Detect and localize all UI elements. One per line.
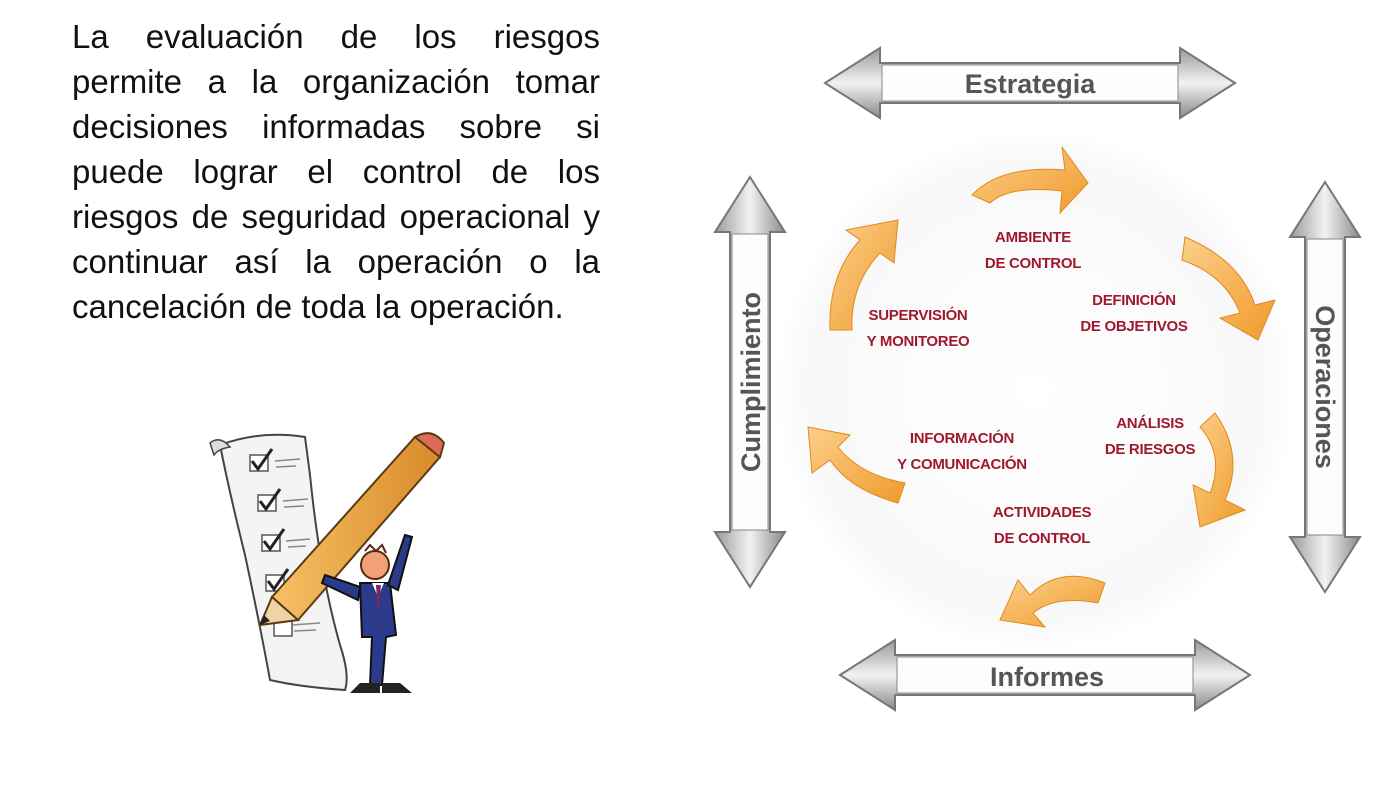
stage-informacion: INFORMACIÓN Y COMUNICACIÓN [897, 429, 1027, 473]
svg-text:SUPERVISIÓN: SUPERVISIÓN [869, 306, 968, 324]
svg-text:ACTIVIDADES: ACTIVIDADES [993, 504, 1092, 521]
svg-text:DE OBJETIVOS: DE OBJETIVOS [1080, 318, 1188, 335]
stage-actividades: ACTIVIDADES DE CONTROL [993, 504, 1092, 547]
checklist-illustration [209, 432, 446, 693]
band-label-right: Operaciones [1310, 305, 1340, 469]
stage-definicion: DEFINICIÓN DE OBJETIVOS [1080, 291, 1188, 335]
cycle-arrow-icon [1192, 412, 1247, 528]
band-estrategia: Estrategia [823, 46, 1237, 120]
band-label-bottom: Informes [990, 662, 1104, 692]
band-label-top: Estrategia [965, 69, 1097, 99]
svg-text:DEFINICIÓN: DEFINICIÓN [1092, 291, 1176, 309]
band-cumplimiento: Cumplimiento [713, 175, 787, 589]
businessman-figure [320, 533, 414, 693]
svg-text:DE CONTROL: DE CONTROL [985, 255, 1081, 272]
svg-text:AMBIENTE: AMBIENTE [995, 229, 1071, 246]
svg-text:Y MONITOREO: Y MONITOREO [867, 333, 970, 350]
band-label-left: Cumplimiento [736, 292, 766, 472]
svg-text:INFORMACIÓN: INFORMACIÓN [910, 429, 1014, 447]
stage-supervision: SUPERVISIÓN Y MONITOREO [867, 306, 971, 350]
cycle-arrow-icon [999, 575, 1106, 628]
intro-paragraph: La evaluación de los riesgos permite a l… [72, 18, 600, 325]
band-operaciones: Operaciones [1288, 180, 1362, 594]
band-informes: Informes [838, 638, 1252, 712]
svg-text:DE RIESGOS: DE RIESGOS [1105, 441, 1196, 458]
pencil-icon [258, 432, 446, 627]
risk-cycle-diagram: Estrategia Informes Cumplimiento Operaci… [713, 46, 1362, 712]
svg-text:Y COMUNICACIÓN: Y COMUNICACIÓN [897, 455, 1027, 473]
cycle-arrow-icon [1181, 236, 1276, 341]
svg-text:ANÁLISIS: ANÁLISIS [1116, 415, 1184, 432]
stage-analisis: ANÁLISIS DE RIESGOS [1105, 415, 1196, 458]
svg-text:DE CONTROL: DE CONTROL [994, 530, 1090, 547]
cycle-arrow-icon [971, 146, 1089, 215]
cycle-arrow-icon [829, 219, 899, 331]
stage-ambiente: AMBIENTE DE CONTROL [985, 229, 1082, 272]
cycle-arrow-icon [807, 426, 906, 504]
